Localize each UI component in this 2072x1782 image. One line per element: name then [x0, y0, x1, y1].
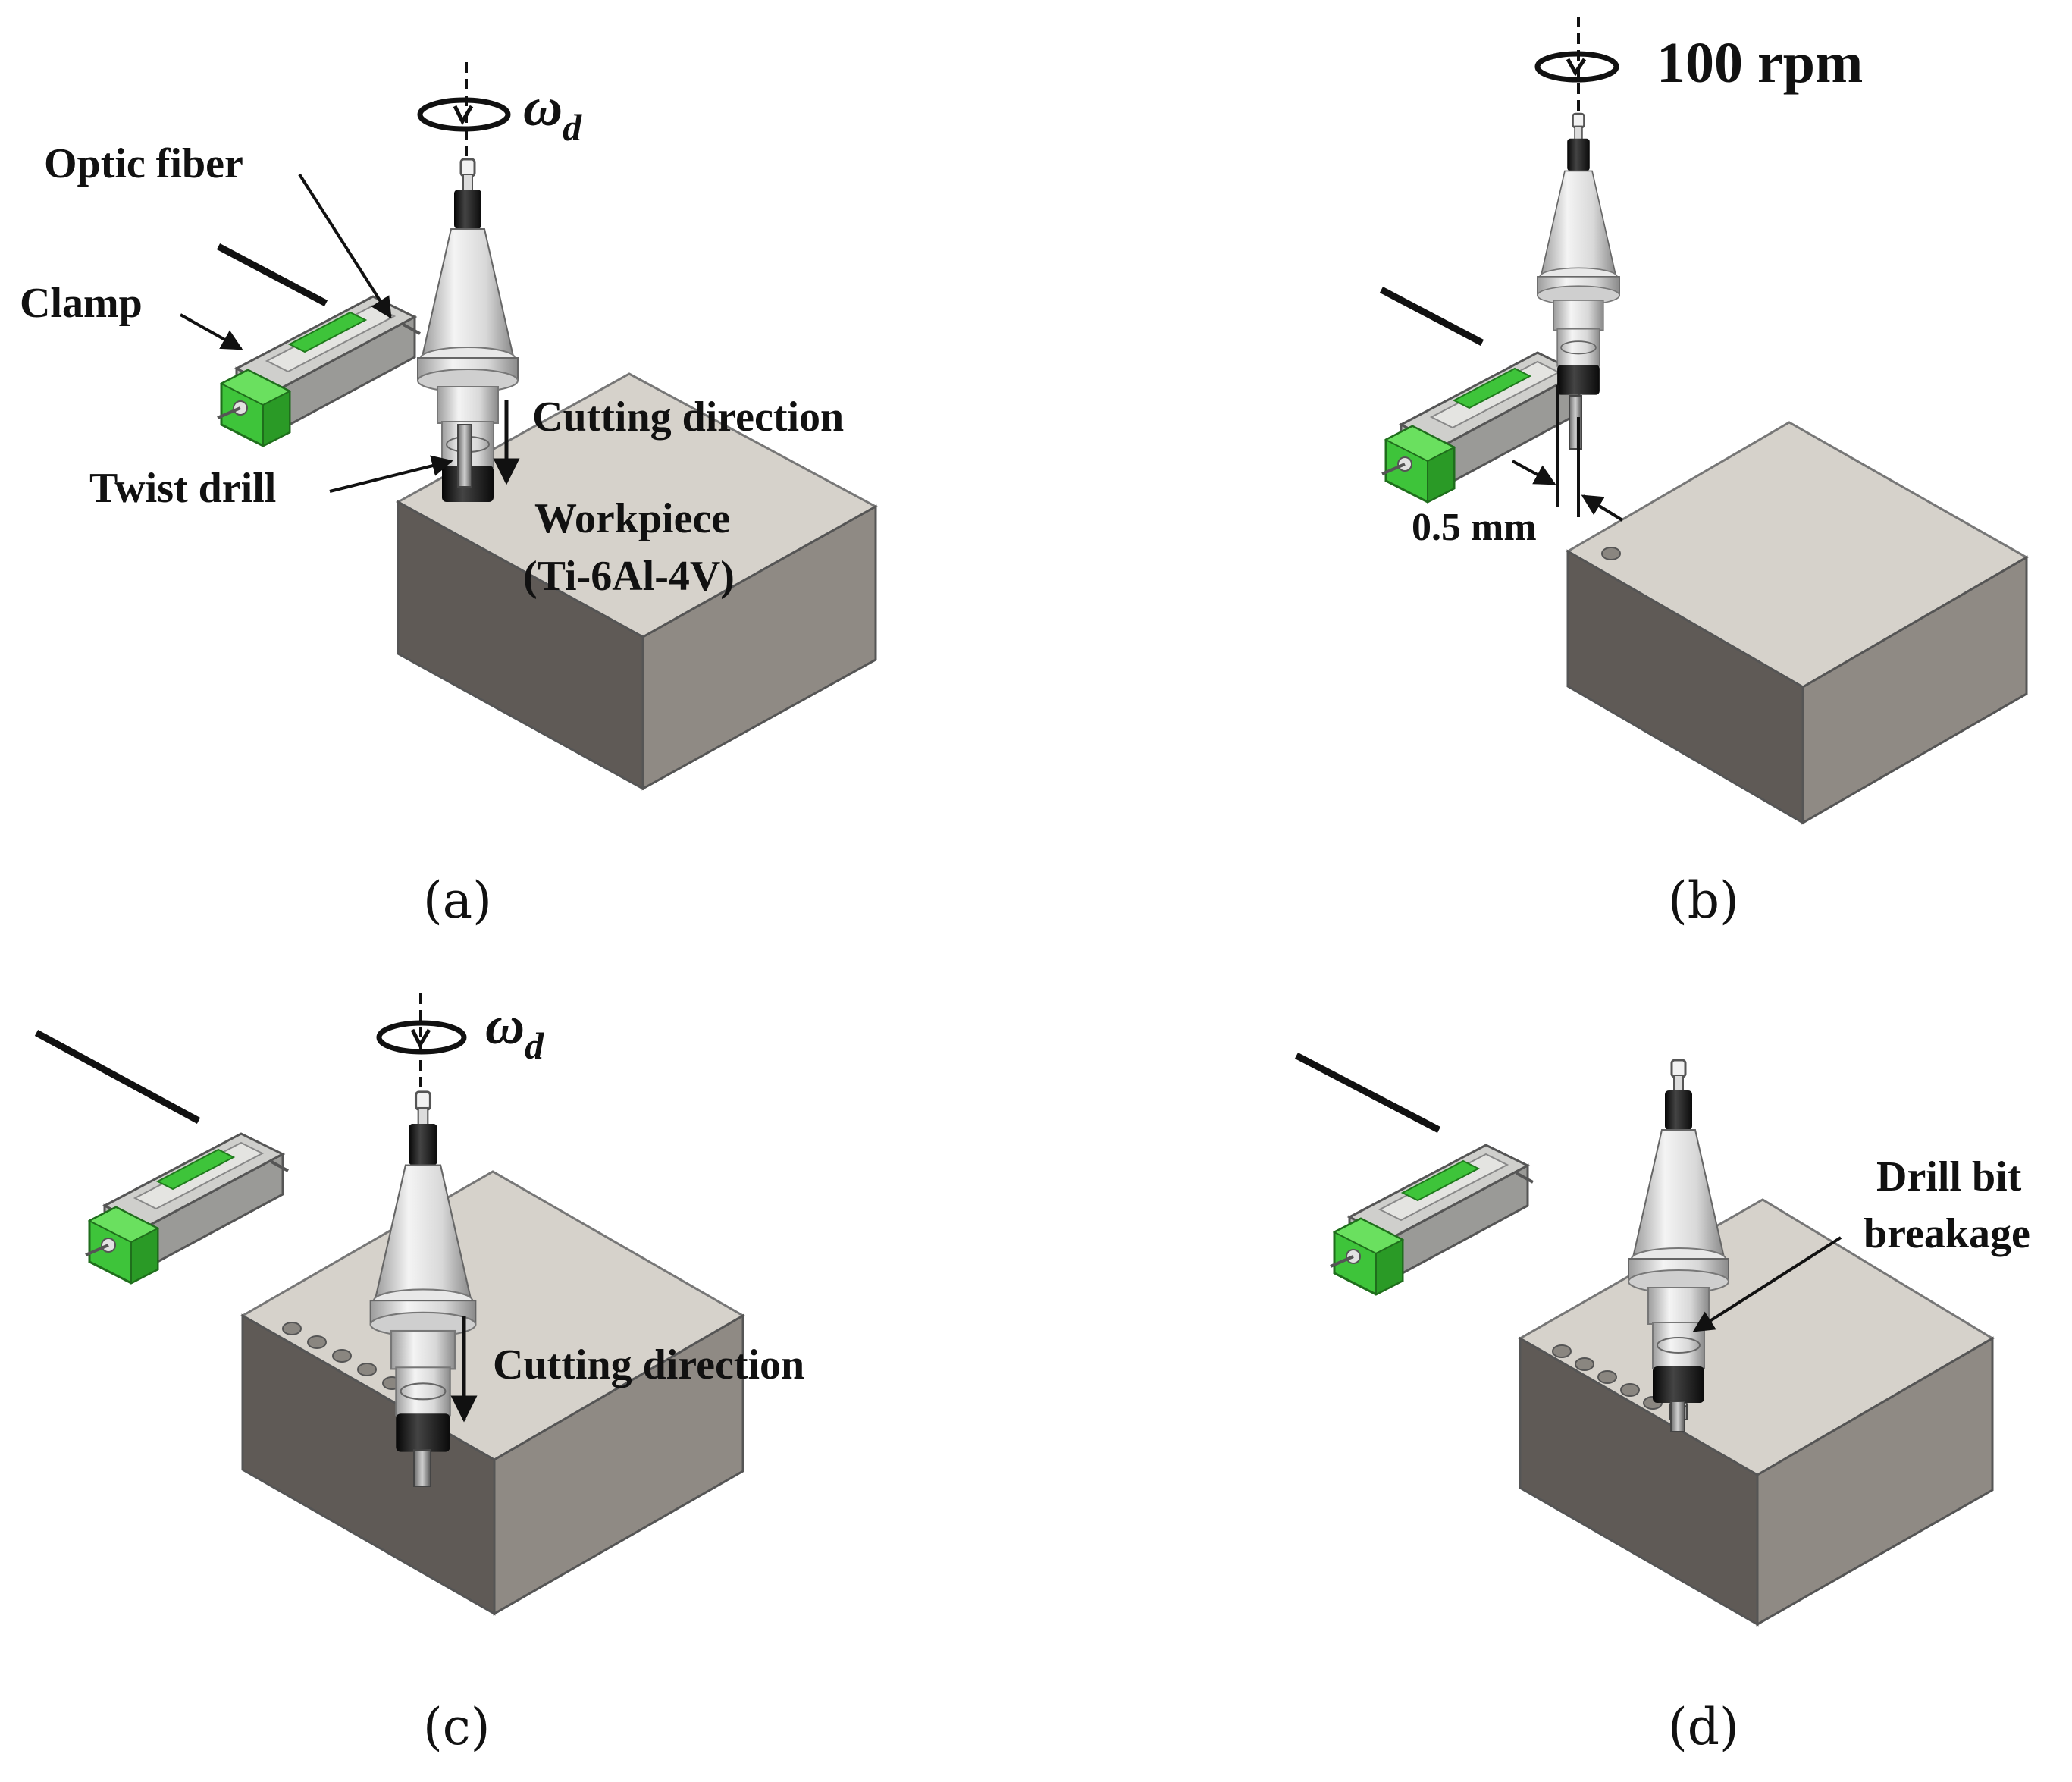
workpiece-block	[1566, 421, 2030, 825]
label-breakage-line2: breakage	[1864, 1210, 2030, 1257]
rotation-arrow-icon	[417, 97, 511, 132]
rotation-arrow-icon	[376, 1020, 467, 1055]
optic-fiber-cable	[34, 1030, 201, 1124]
drill-clamp	[84, 1132, 290, 1285]
workpiece-block	[1517, 1198, 1995, 1627]
twist-drill	[413, 1449, 431, 1487]
tool-holder	[1536, 112, 1621, 396]
label-workpiece: Workpiece	[534, 495, 730, 542]
spindle-speed-symbol: ωd	[523, 77, 582, 149]
label-material: (Ti-6Al-4V)	[523, 553, 735, 600]
twist-drill	[457, 424, 472, 488]
spindle-speed-symbol: ωd	[485, 995, 544, 1067]
optic-fiber-cable	[1294, 1053, 1441, 1133]
panel-c: ωd Cutting direction (c)	[34, 993, 804, 1756]
optic-fiber-cable	[1379, 287, 1484, 346]
label-breakage-line1: Drill bit	[1876, 1153, 2022, 1200]
caption-c: (c)	[423, 1698, 490, 1756]
panel-a: ωd Optic fiber Clamp Cutting direction T…	[20, 62, 879, 930]
optic-fiber-cable	[216, 243, 328, 306]
panel-d: Drill bit breakage (d)	[1294, 1053, 2030, 1756]
spindle-speed-label: 100 rpm	[1657, 31, 1863, 95]
label-twist-drill: Twist drill	[89, 465, 276, 512]
caption-d: (d)	[1668, 1698, 1739, 1756]
workpiece-block	[240, 1170, 745, 1616]
broken-drill-tip	[1670, 1401, 1685, 1432]
label-clamp: Clamp	[20, 280, 143, 327]
drill-clamp	[1329, 1144, 1534, 1296]
label-optic-fiber: Optic fiber	[44, 140, 243, 187]
label-cutting-direction: Cutting direction	[532, 394, 844, 441]
caption-a: (a)	[423, 871, 492, 930]
label-cutting-direction: Cutting direction	[493, 1341, 804, 1388]
rotation-arrow-icon	[1534, 51, 1619, 83]
workpiece-block	[395, 372, 879, 791]
panel-b: 100 rpm 0.5 mm (b)	[1379, 17, 2030, 930]
drilled-hole	[1601, 547, 1621, 560]
caption-b: (b)	[1668, 871, 1739, 930]
drill-clamp	[216, 295, 422, 447]
drill-clamp	[1381, 351, 1586, 504]
label-gap: 0.5 mm	[1412, 506, 1537, 549]
